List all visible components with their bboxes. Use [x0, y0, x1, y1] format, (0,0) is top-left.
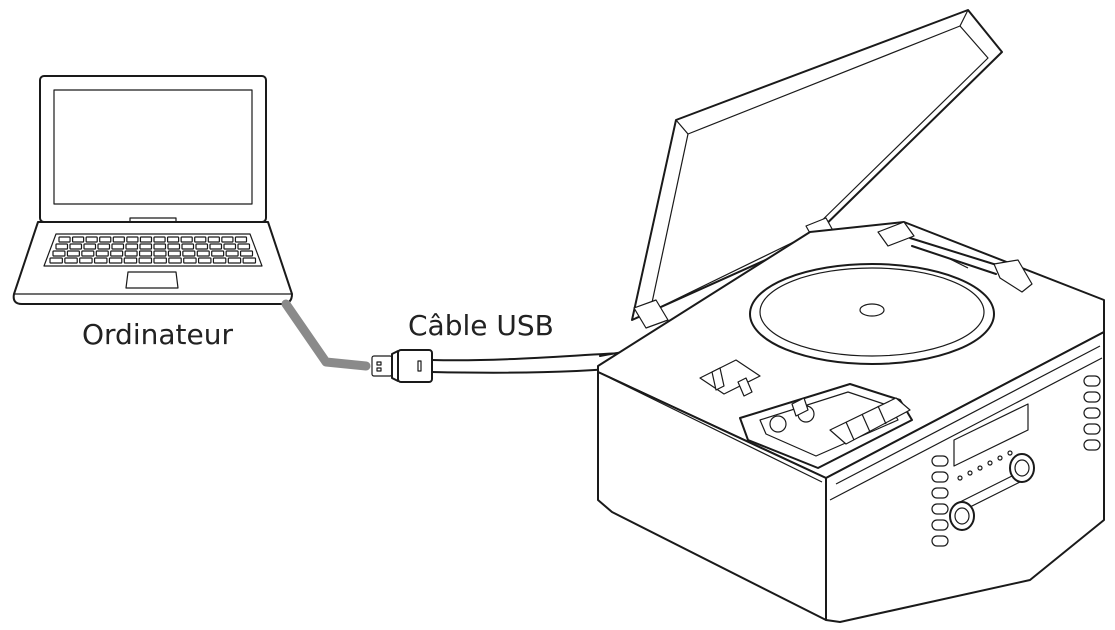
keyboard-key [221, 236, 234, 243]
keyboard-key [110, 250, 124, 257]
keyboard-key [211, 250, 225, 257]
front-button [931, 519, 949, 531]
keyboard-key [138, 257, 153, 264]
keyboard-key [52, 250, 66, 257]
keyboard-key [139, 243, 153, 250]
keyboard-key [85, 236, 98, 243]
keyboard-key [71, 236, 85, 243]
keyboard-key [194, 236, 207, 243]
side-button [1083, 439, 1101, 451]
keyboard-key [168, 257, 182, 264]
turntable-system [597, 9, 1105, 623]
keyboard-key [180, 236, 193, 243]
computer-label: Ordinateur [82, 318, 233, 351]
keyboard-key [197, 257, 212, 264]
laptop-illustration [12, 75, 293, 305]
keyboard-key [138, 250, 153, 257]
keyboard-key [111, 243, 125, 250]
laptop-usb-cable [281, 299, 371, 371]
side-button [1083, 375, 1101, 387]
keyboard-key [99, 236, 112, 243]
keyboard-key [153, 250, 167, 257]
control-dot [977, 465, 983, 471]
keyboard-key [64, 257, 78, 264]
keyboard-key [212, 257, 227, 264]
control-dot [997, 455, 1003, 461]
keyboard-key [167, 243, 181, 250]
keyboard-keys [49, 236, 257, 264]
keyboard-key [196, 250, 210, 257]
side-button [1083, 423, 1101, 435]
keyboard-key [125, 243, 139, 250]
keyboard-key [126, 236, 139, 243]
keyboard-key [95, 250, 109, 257]
usb-cable-label: Câble USB [408, 309, 554, 342]
control-dot [987, 460, 993, 466]
front-button [931, 535, 949, 547]
front-button [931, 455, 949, 467]
control-dots [957, 450, 1013, 481]
side-button [1083, 407, 1101, 419]
side-button [1083, 391, 1101, 403]
keyboard-key [97, 243, 111, 250]
usb-plug [371, 349, 433, 383]
keyboard-key [227, 257, 242, 264]
keyboard-key [69, 243, 83, 250]
keyboard-key [223, 243, 237, 250]
keyboard-key [66, 250, 80, 257]
control-dot [967, 470, 973, 476]
keyboard-key [153, 243, 167, 250]
keyboard-key [181, 243, 195, 250]
left-buttons [931, 455, 949, 547]
keyboard-key [58, 236, 71, 243]
keyboard-key [112, 236, 125, 243]
front-button [931, 503, 949, 515]
keyboard-key [49, 257, 63, 264]
front-button [931, 471, 949, 483]
front-button [931, 487, 949, 499]
keyboard-key [182, 250, 196, 257]
control-dot [1007, 450, 1013, 456]
keyboard-key [108, 257, 123, 264]
keyboard-key [153, 236, 166, 243]
keyboard-key [242, 257, 257, 264]
keyboard-key [225, 250, 239, 257]
keyboard-key [124, 250, 138, 257]
keyboard-key [167, 250, 181, 257]
right-buttons [1083, 375, 1101, 451]
keyboard-key [237, 243, 251, 250]
keyboard-key [93, 257, 108, 264]
keyboard-key [55, 243, 69, 250]
keyboard-key [183, 257, 197, 264]
keyboard-key [234, 236, 248, 243]
keyboard-key [79, 257, 93, 264]
keyboard-key [239, 250, 254, 257]
keyboard-key [139, 236, 153, 243]
keyboard-key [83, 243, 97, 250]
keyboard-key [81, 250, 95, 257]
keyboard-key [207, 236, 220, 243]
keyboard-key [153, 257, 167, 264]
control-dot [957, 475, 963, 481]
keyboard-key [209, 243, 223, 250]
keyboard-key [195, 243, 209, 250]
keyboard-key [123, 257, 138, 264]
keyboard-key [166, 236, 180, 243]
